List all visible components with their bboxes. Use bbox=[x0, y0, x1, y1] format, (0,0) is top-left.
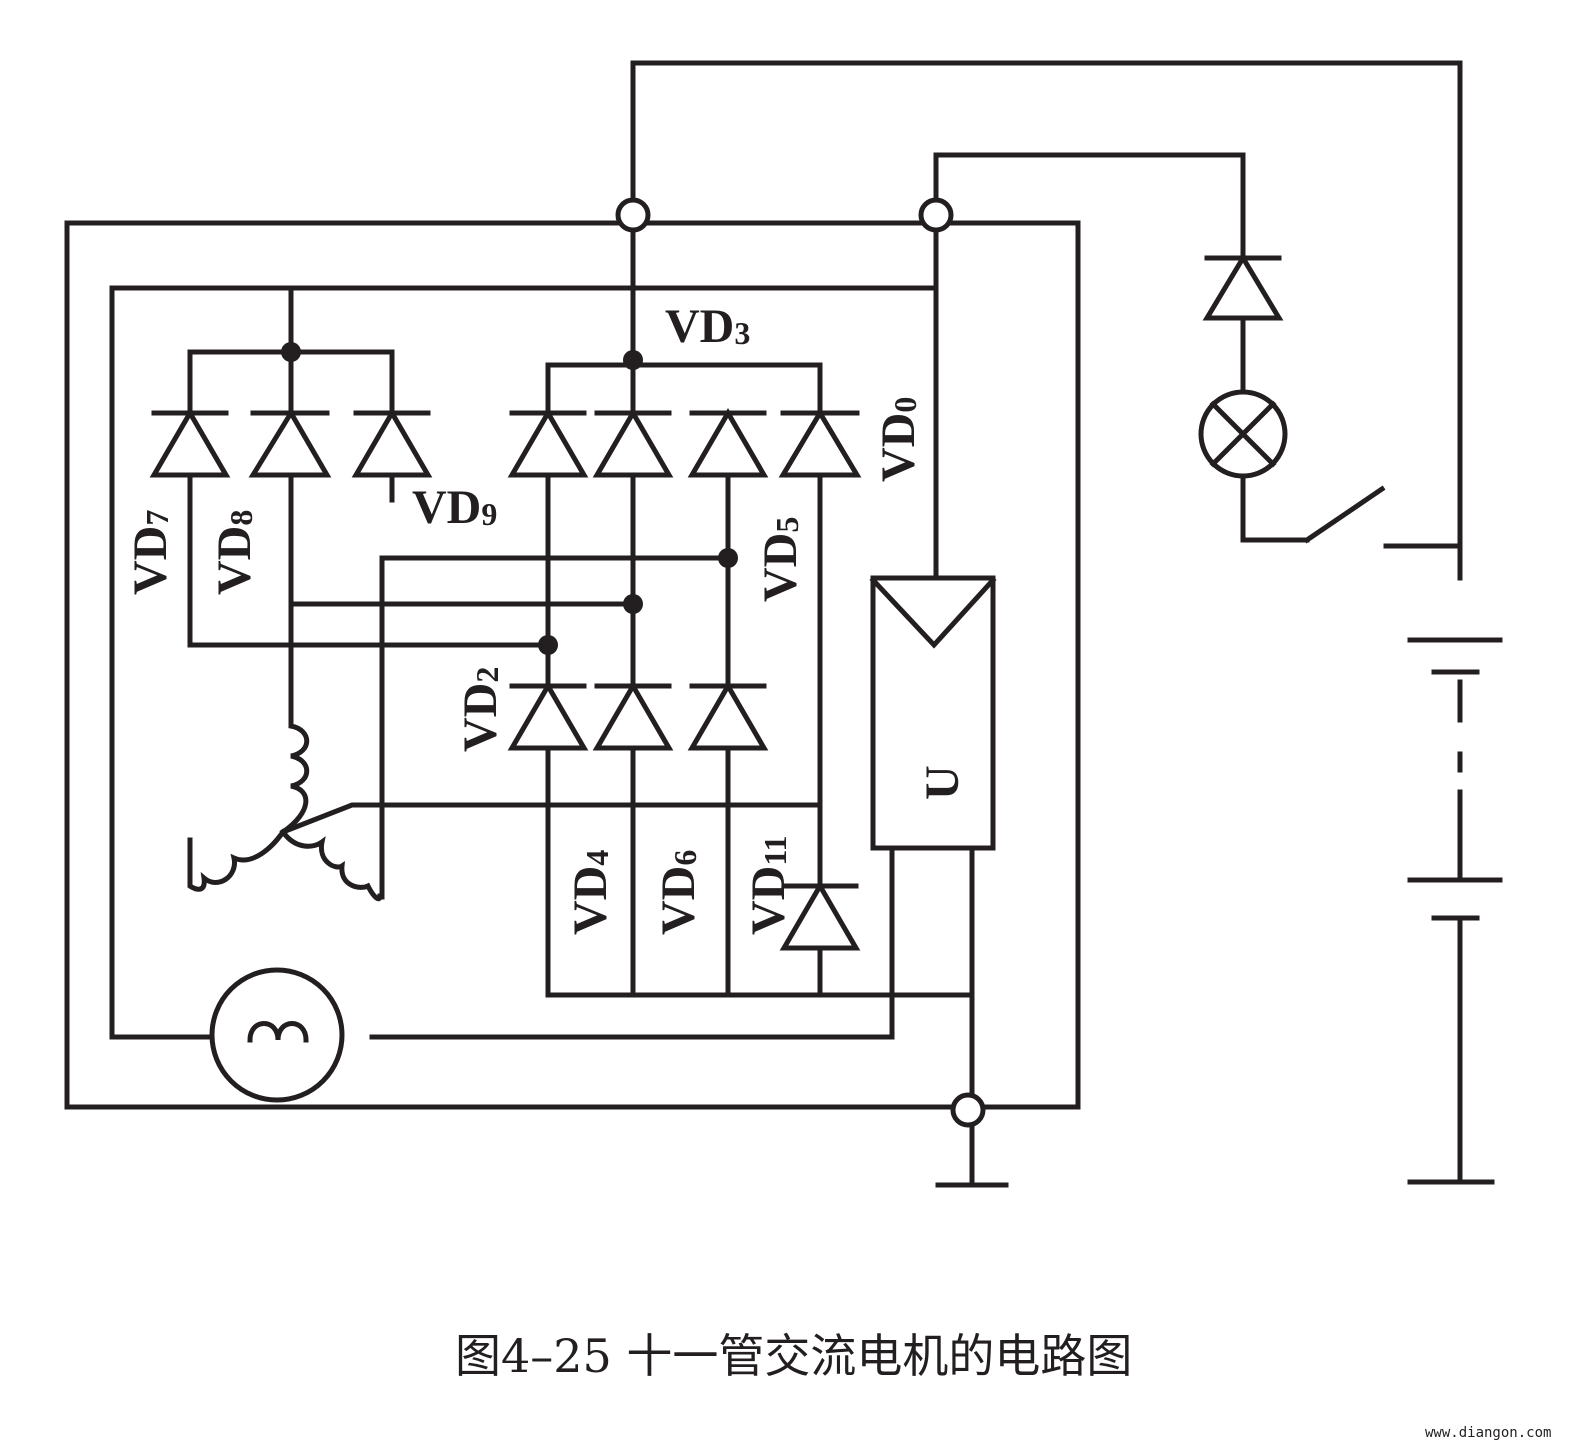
d-plus-lead bbox=[933, 152, 1246, 261]
diode-vd5 bbox=[687, 408, 769, 478]
warning-lamp bbox=[1198, 389, 1288, 479]
label-vd11: VD11 bbox=[742, 835, 795, 935]
label-vd2: VD2 bbox=[454, 667, 507, 752]
inner-frame-wire bbox=[109, 285, 939, 1040]
figure-caption: 图4–25 十一管交流电机的电路图 bbox=[455, 1329, 1132, 1383]
lamp-to-switch-wire bbox=[1240, 474, 1310, 543]
label-vd3: VD3 bbox=[665, 300, 750, 353]
positive-diode-bus bbox=[545, 362, 823, 414]
phase-line-c bbox=[379, 472, 731, 900]
outer-housing-frame bbox=[64, 220, 1081, 1110]
diode-vd9 bbox=[351, 408, 433, 478]
label-vd9: VD9 bbox=[412, 481, 497, 534]
regulator-label: U bbox=[916, 765, 969, 800]
stator-winding-1 bbox=[279, 601, 310, 836]
diodes bbox=[149, 253, 1284, 951]
b-plus-terminal bbox=[615, 197, 651, 233]
diode-vd8 bbox=[248, 408, 332, 478]
stator-winding-2 bbox=[187, 828, 287, 892]
diode-vd7 bbox=[149, 408, 231, 478]
phase-line-a bbox=[187, 472, 551, 648]
diode-vd3 bbox=[592, 408, 674, 478]
regulator-field-wire bbox=[369, 845, 895, 1040]
label-vd0: VD0 bbox=[872, 397, 925, 482]
diode-vd1 bbox=[507, 408, 589, 478]
junction-dots bbox=[281, 342, 738, 655]
ground-symbol bbox=[935, 1122, 1009, 1188]
diode-vd4 bbox=[592, 681, 674, 751]
field-winding bbox=[209, 967, 345, 1103]
diode-vd2 bbox=[507, 681, 589, 751]
label-vd7: VD7 bbox=[124, 510, 177, 595]
indicator-diode bbox=[1202, 253, 1284, 321]
watermark: www.diangon.com bbox=[1425, 1425, 1551, 1441]
diode-vd11 bbox=[779, 881, 861, 951]
diode-vd6 bbox=[687, 681, 769, 751]
d-plus-terminal bbox=[918, 197, 954, 233]
b-plus-lead bbox=[630, 60, 1463, 581]
label-vd4: VD4 bbox=[564, 850, 617, 935]
ground-terminal bbox=[950, 1092, 986, 1128]
label-vd6: VD6 bbox=[652, 850, 705, 935]
switch-blade bbox=[1303, 485, 1386, 544]
label-vd8: VD8 bbox=[208, 510, 261, 595]
label-vd5: VD5 bbox=[754, 517, 807, 602]
stator-winding-3 bbox=[279, 802, 383, 902]
battery-symbol bbox=[1407, 637, 1503, 1185]
voltage-regulator: U bbox=[869, 575, 997, 851]
diode-vd0 bbox=[778, 408, 862, 478]
